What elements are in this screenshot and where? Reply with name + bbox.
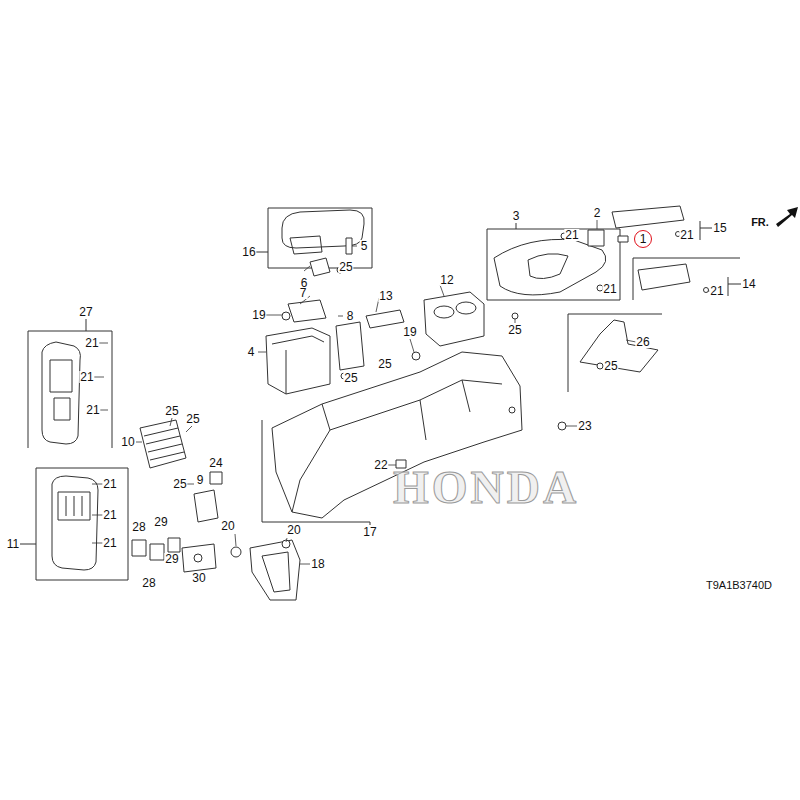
callout-number: 21 <box>679 229 694 241</box>
callout-number: 25 <box>377 358 392 370</box>
callout-number: 21 <box>84 337 99 349</box>
callout-number: 25 <box>343 372 358 384</box>
callout-number: 28 <box>131 521 146 533</box>
callout-number: 25 <box>164 405 179 417</box>
callout-number: 7 <box>299 287 308 299</box>
callout-number: 14 <box>741 278 756 290</box>
front-direction-label: FR. <box>751 217 769 228</box>
callout-number: 15 <box>712 222 727 234</box>
callout-number: 25 <box>172 478 187 490</box>
callout-number: 25 <box>507 324 522 336</box>
callout-number: 21 <box>79 371 94 383</box>
callout-number: 20 <box>220 520 235 532</box>
callout-number: 11 <box>6 538 20 550</box>
callout-number: 12 <box>439 274 454 286</box>
callout-number: 13 <box>378 290 393 302</box>
callout-number: 19 <box>402 326 417 338</box>
callout-number: 3 <box>512 210 521 222</box>
diagram-code: T9A1B3740D <box>706 580 772 591</box>
callout-number: 22 <box>373 459 388 471</box>
callout-number: 27 <box>78 306 93 318</box>
watermark: HONDA <box>393 465 579 511</box>
callout-number: 1 <box>640 233 647 245</box>
callout-number: 21 <box>709 285 724 297</box>
callout-number: 8 <box>346 310 355 322</box>
callout-number: 9 <box>196 474 205 486</box>
callout-number: 18 <box>310 558 325 570</box>
callout-number: 21 <box>102 537 117 549</box>
callout-number: 2 <box>593 207 602 219</box>
callout-number: 25 <box>185 413 200 425</box>
callout-circle: 1 <box>634 230 652 248</box>
callout-number: 25 <box>603 360 618 372</box>
callout-number: 24 <box>208 457 223 469</box>
callout-number: 19 <box>251 309 266 321</box>
callout-number: 4 <box>247 346 256 358</box>
callout-number: 16 <box>241 246 256 258</box>
callout-number: 21 <box>602 283 617 295</box>
callout-number: 28 <box>141 577 156 589</box>
callout-number: 23 <box>577 420 592 432</box>
callout-number: 25 <box>338 261 353 273</box>
callout-number: 17 <box>362 526 377 538</box>
callout-number: 29 <box>164 553 179 565</box>
callout-number: 10 <box>120 436 135 448</box>
callout-number: 21 <box>564 229 579 241</box>
callout-number: 5 <box>360 240 369 252</box>
callout-number: 26 <box>635 336 650 348</box>
callout-number: 21 <box>102 478 117 490</box>
callout-number: 21 <box>102 509 117 521</box>
callout-number: 20 <box>286 524 301 536</box>
callout-number: 30 <box>191 572 206 584</box>
callout-number: 29 <box>153 516 168 528</box>
callout-number: 21 <box>85 404 100 416</box>
